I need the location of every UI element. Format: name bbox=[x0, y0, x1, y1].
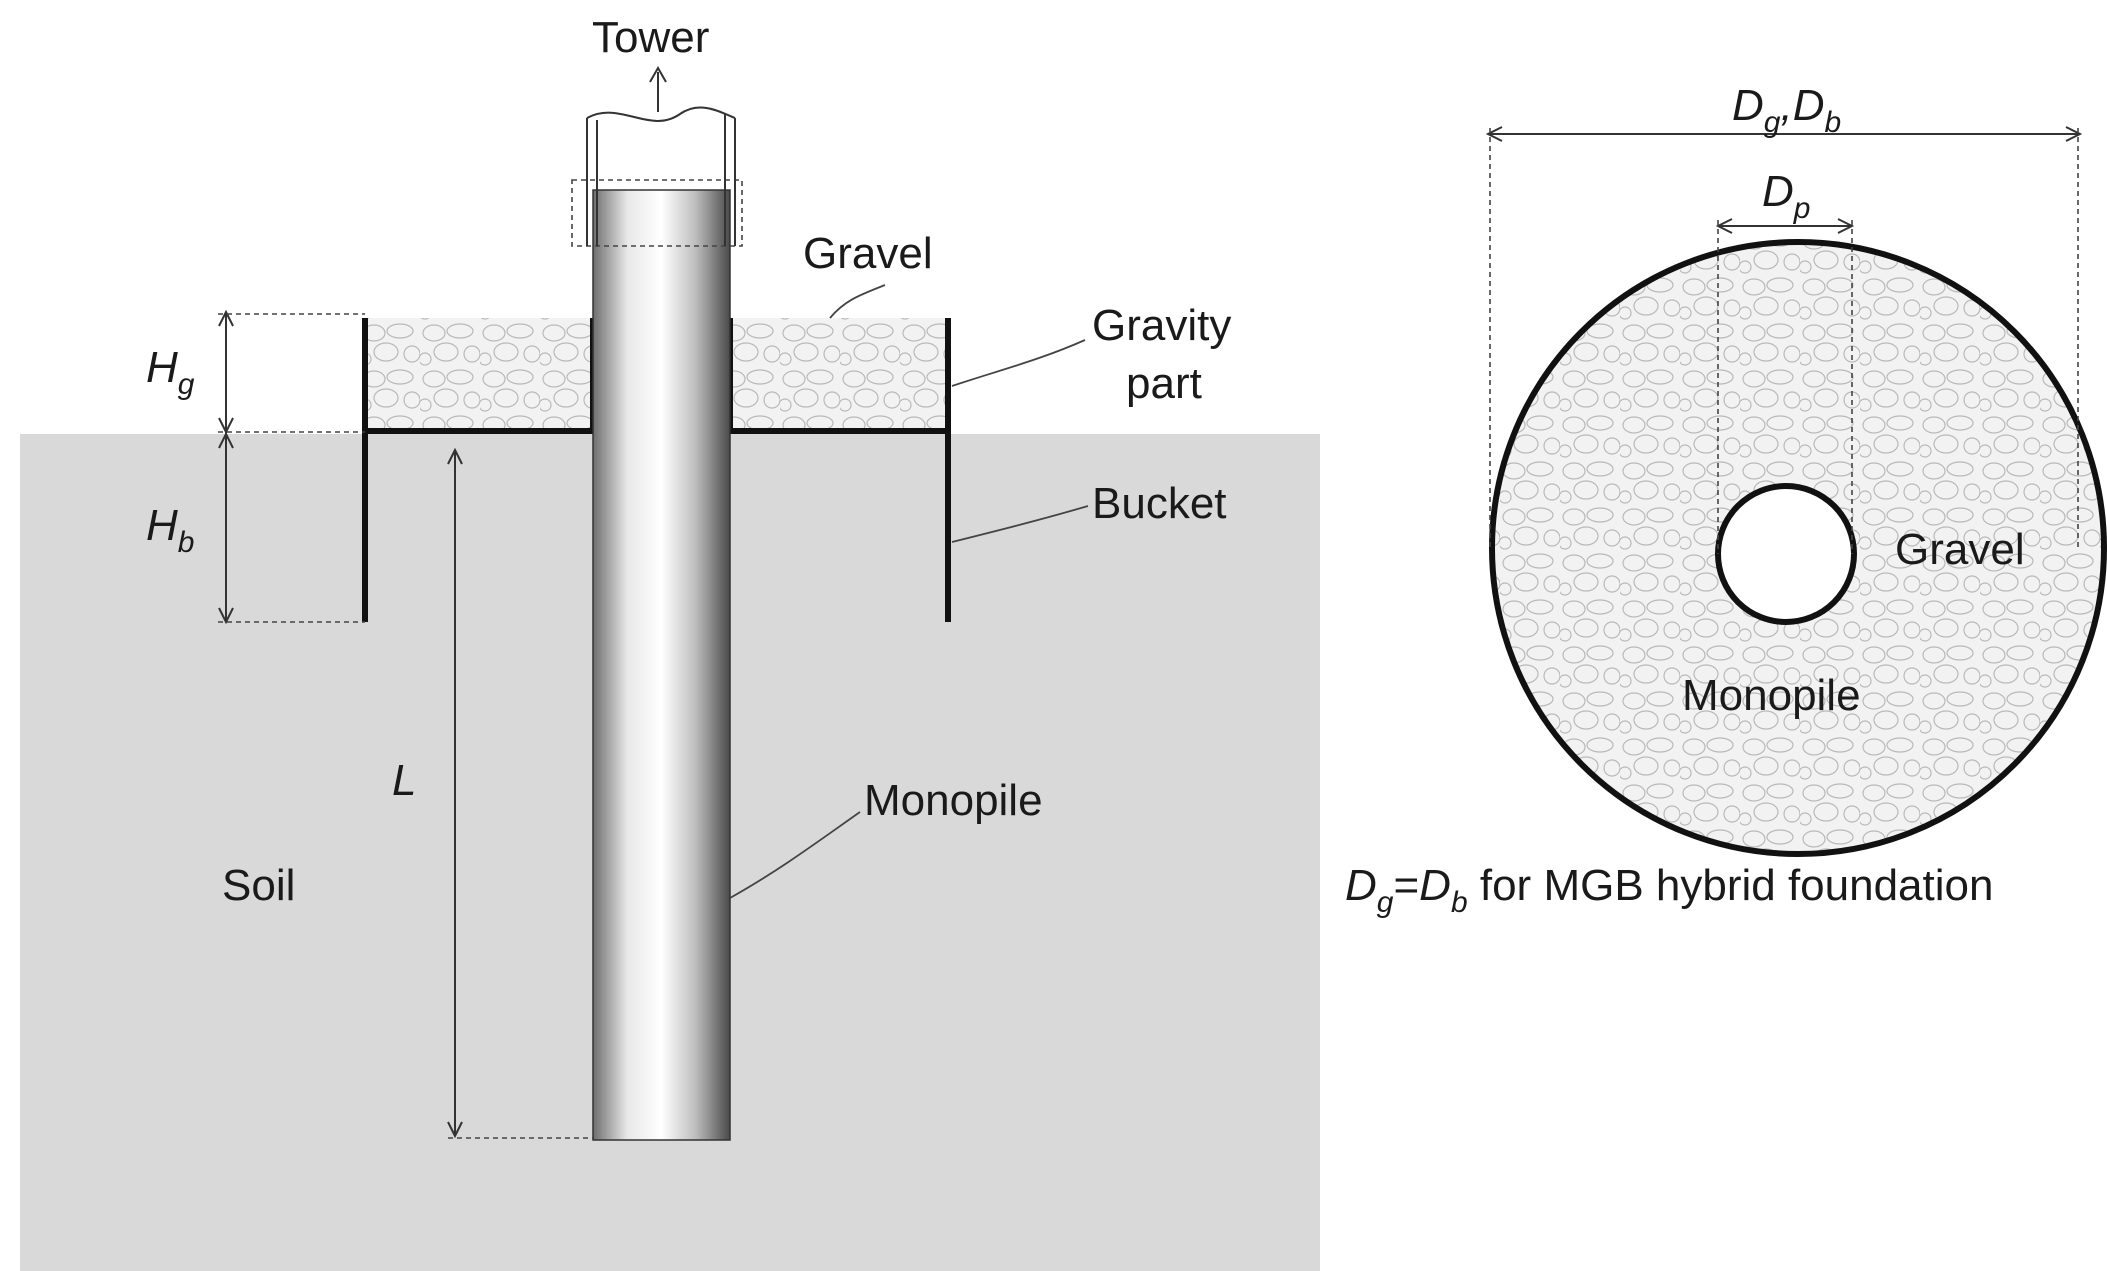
dim-arrows-l bbox=[447, 447, 463, 1139]
tower-stub-inner bbox=[596, 114, 726, 246]
gravel-label: Gravel bbox=[803, 229, 933, 278]
plan-monopile-ring bbox=[1715, 483, 1857, 625]
tower-stub bbox=[586, 106, 736, 246]
dim-arrows-dp bbox=[1715, 218, 1855, 234]
dp-label: Dp bbox=[1762, 167, 1810, 225]
plan-monopile-label: Monopile bbox=[1682, 671, 1861, 720]
tower-arrow bbox=[649, 65, 667, 112]
leader-gravel bbox=[829, 284, 886, 319]
dim-arrows-hg bbox=[218, 309, 234, 625]
gravity-part-label-2: part bbox=[1126, 359, 1202, 408]
leader-gravity-part bbox=[951, 339, 1086, 387]
leader-bucket bbox=[951, 505, 1089, 543]
gravel-fill-left bbox=[365, 318, 593, 434]
monopile-label: Monopile bbox=[864, 776, 1043, 825]
bucket-label: Bucket bbox=[1092, 479, 1227, 528]
tower-connection-box bbox=[571, 179, 743, 247]
monopile-shaft bbox=[592, 189, 731, 1141]
hg-label: Hg bbox=[146, 343, 195, 401]
l-label: L bbox=[392, 756, 416, 805]
plan-caption: Dg=Db for MGB hybrid foundation bbox=[1345, 861, 1993, 919]
tower-label: Tower bbox=[592, 13, 709, 62]
soil-label: Soil bbox=[222, 861, 295, 910]
dg-db-label: Dg,Db bbox=[1732, 81, 1841, 139]
leader-monopile bbox=[729, 811, 861, 899]
gravity-part-label-1: Gravity bbox=[1092, 301, 1231, 350]
gravel-fill-right bbox=[730, 318, 948, 434]
hb-label: Hb bbox=[146, 501, 194, 559]
dim-arrows-dg-db bbox=[1485, 126, 2083, 142]
plan-gravel-label: Gravel bbox=[1895, 525, 2025, 574]
